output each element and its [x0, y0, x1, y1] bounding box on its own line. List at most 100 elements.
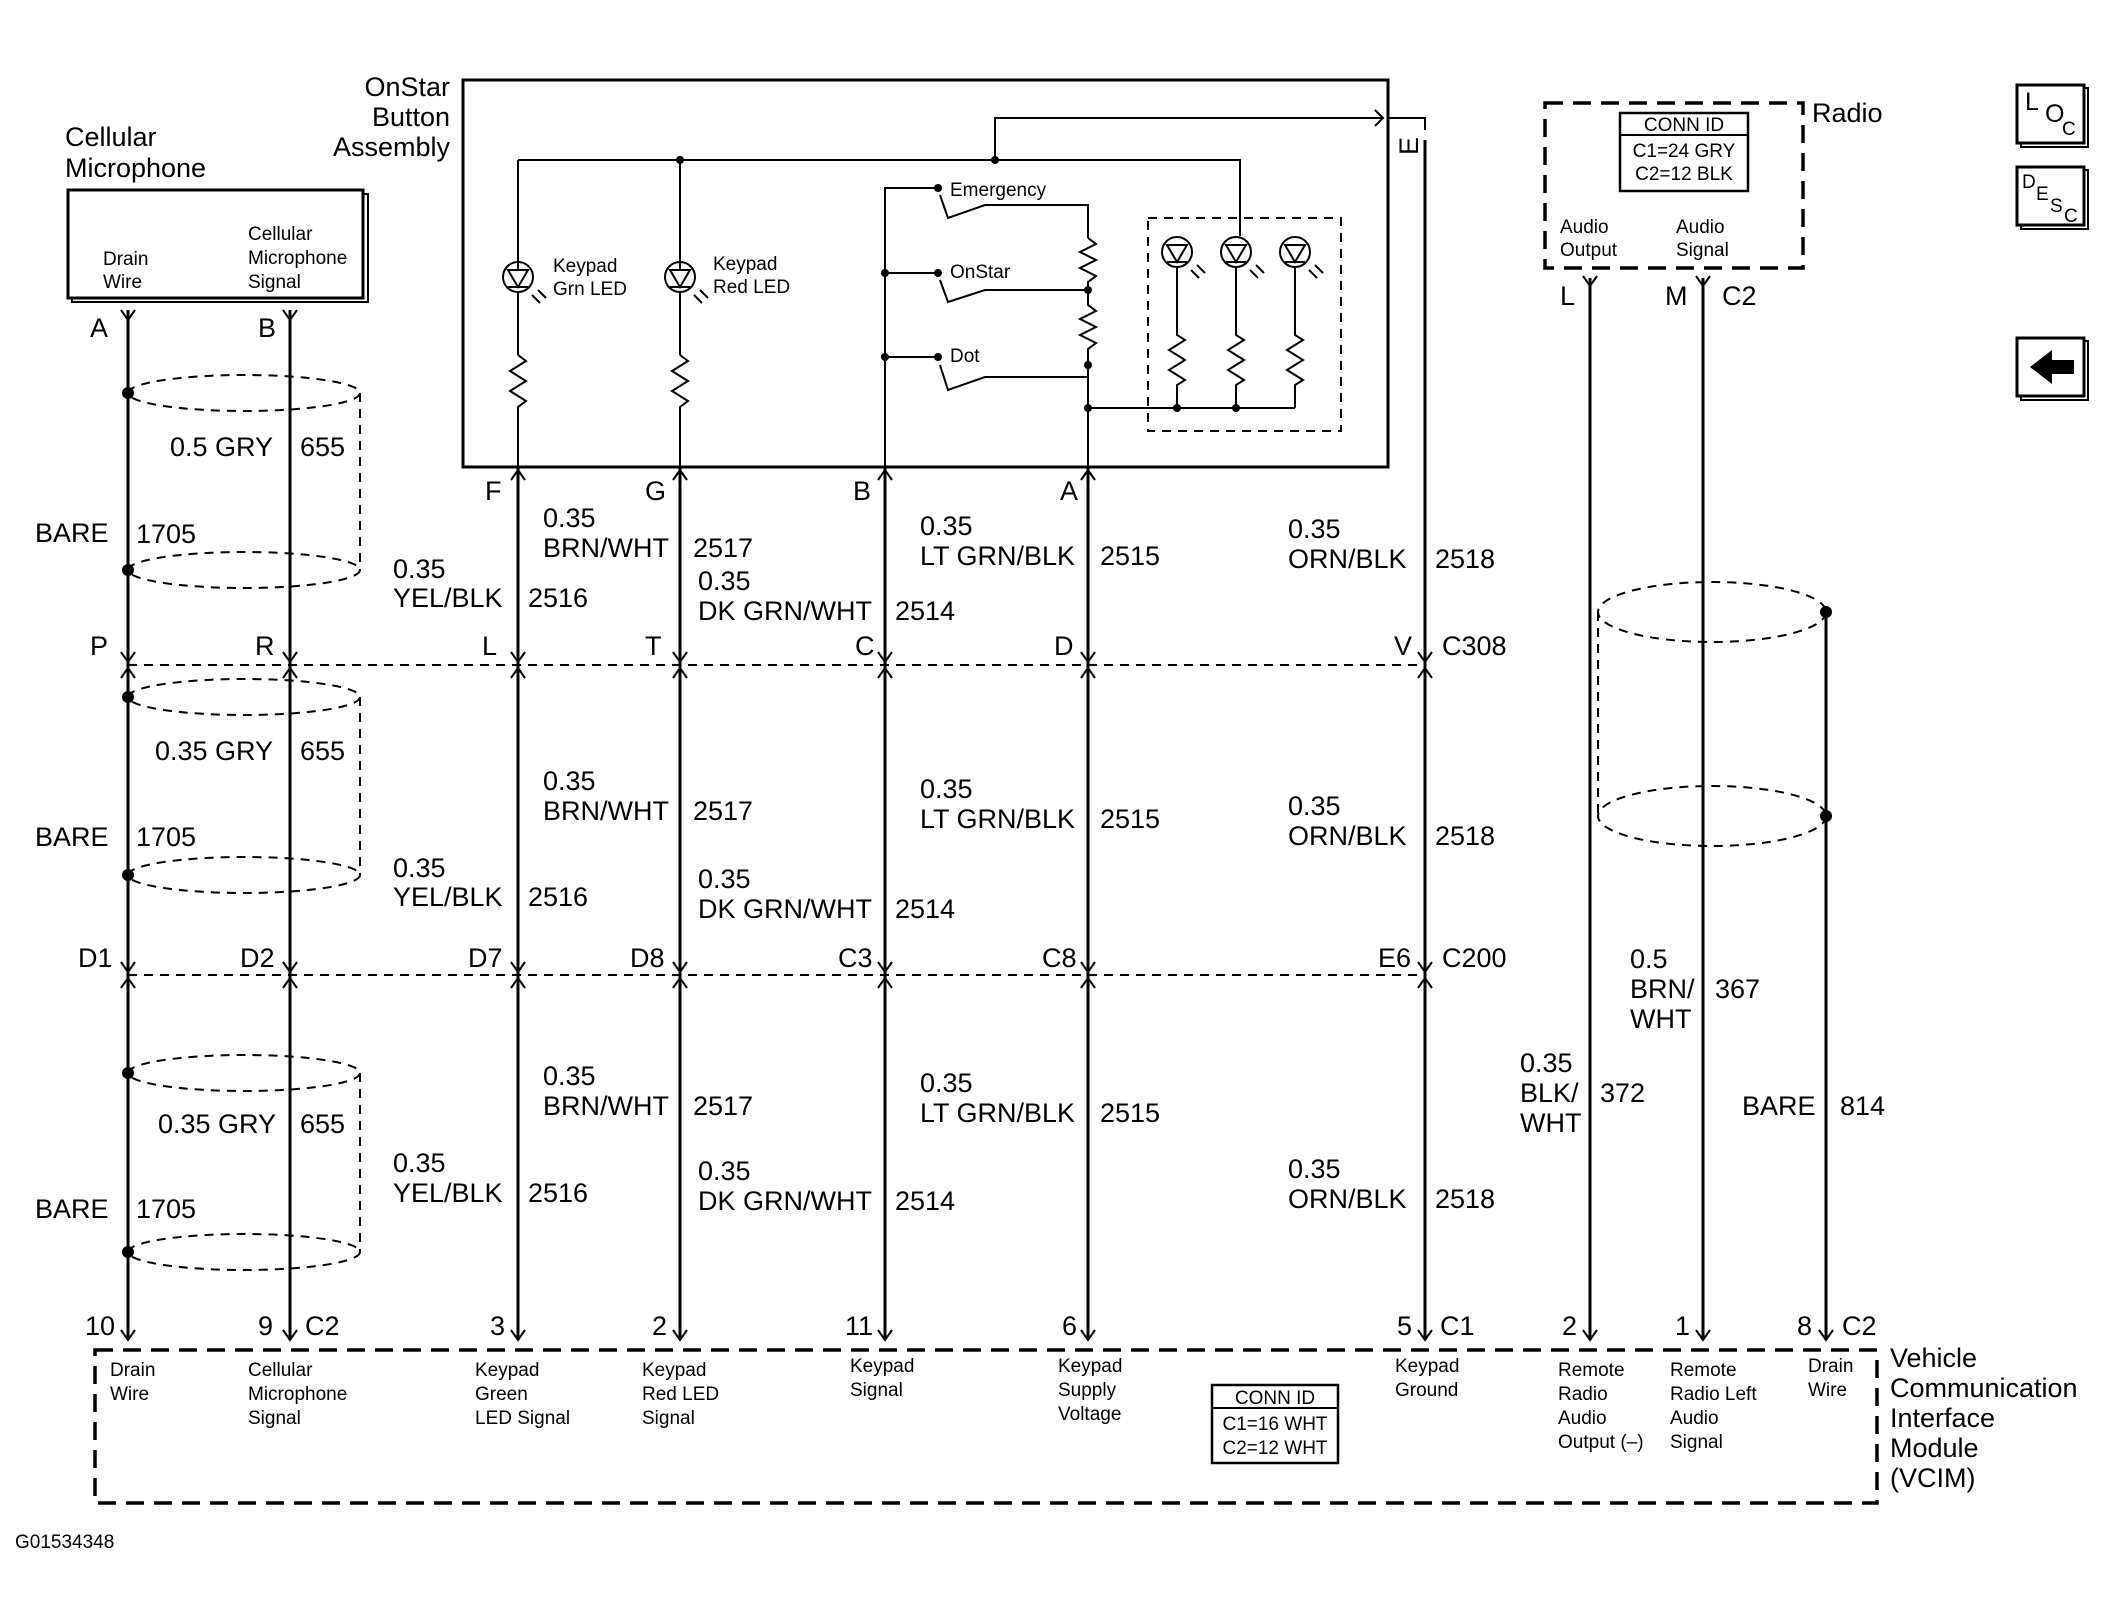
- radio-audio-output-2: Output: [1560, 240, 1618, 261]
- loc-icon-c: C: [2062, 119, 2076, 140]
- mic-title-2: Microphone: [65, 153, 206, 183]
- seg3-brn-size: 0.35: [543, 1061, 596, 1091]
- radio-conn-id-title: CONN ID: [1644, 115, 1724, 136]
- vcim-c1-pin-11: 11: [845, 1311, 873, 1341]
- vcim-c2-pin-1: 1: [1675, 1311, 1690, 1341]
- seg2-gry-size: 0.35: [155, 736, 208, 766]
- seg1-dkgrn-color: DK GRN/WHT: [698, 596, 872, 626]
- radio-blk-size: 0.35: [1520, 1048, 1573, 1078]
- onstar-pin-e: E: [1394, 137, 1424, 155]
- seg3-orn-circuit: 2518: [1435, 1184, 1495, 1214]
- onstar-pin-g: G: [645, 476, 666, 506]
- seg3-yel-size: 0.35: [393, 1148, 446, 1178]
- c308-pin-r: R: [255, 631, 275, 661]
- vcim-title-2: Communication: [1890, 1373, 2078, 1403]
- onstar-title-1: OnStar: [364, 72, 450, 102]
- vcim-kgreen-2: Green: [475, 1384, 528, 1405]
- seg2-dkgrn-size: 0.35: [698, 864, 751, 894]
- desc-icon[interactable]: D E S C: [2015, 165, 2089, 230]
- seg1-yel-size: 0.35: [393, 554, 446, 584]
- radio: Radio CONN ID C1=24 GRY C2=12 BLK Audio …: [1543, 98, 1883, 311]
- seg2-ltgrn-color: LT GRN/BLK: [920, 804, 1075, 834]
- seg2-orn-color: ORN/BLK: [1288, 821, 1407, 851]
- vcim-c1-pin-5: 5: [1397, 1311, 1412, 1341]
- segment-3-labels: 0.35 GRY 655 BARE 1705 0.35 YEL/BLK 2516…: [35, 1061, 1495, 1224]
- radio-blk-circuit: 372: [1600, 1078, 1645, 1108]
- vcim-c1-pin-6: 6: [1062, 1311, 1077, 1341]
- seg2-yel-color: YEL/BLK: [393, 882, 503, 912]
- mic-pin-sig-3: Signal: [248, 272, 301, 293]
- seg2-gry-color: GRY: [215, 736, 273, 766]
- vcim-ksup-3: Voltage: [1058, 1404, 1121, 1425]
- radio-conn-c2: C2=12 BLK: [1635, 164, 1733, 185]
- onstar-title-3: Assembly: [333, 132, 451, 162]
- seg2-yel-circuit: 2516: [528, 882, 588, 912]
- seg3-ltgrn-size: 0.35: [920, 1068, 973, 1098]
- seg2-ltgrn-size: 0.35: [920, 774, 973, 804]
- vcim-c2-pin-8: 8: [1797, 1311, 1812, 1341]
- seg1-gry-circuit: 655: [300, 432, 345, 462]
- seg3-bare-circuit: 1705: [136, 1194, 196, 1224]
- seg3-orn-size: 0.35: [1288, 1154, 1341, 1184]
- onstar-button-assembly: OnStar Button Assembly Keypad Grn LED Ke…: [333, 72, 1426, 506]
- loc-icon[interactable]: L O C: [2015, 83, 2089, 148]
- onstar-title-2: Button: [372, 102, 450, 132]
- vcim-rrl-2: Radio Left: [1670, 1384, 1757, 1405]
- seg3-gry-circuit: 655: [300, 1109, 345, 1139]
- vcim-kgreen-3: LED Signal: [475, 1408, 570, 1429]
- radio-pin-l: L: [1560, 281, 1575, 311]
- mic-pin-sig-2: Microphone: [248, 248, 347, 269]
- vcim-kred-3: Signal: [642, 1408, 695, 1429]
- radio-audio-signal-2: Signal: [1676, 240, 1729, 261]
- seg2-bare-color: BARE: [35, 822, 109, 852]
- seg3-bare-color: BARE: [35, 1194, 109, 1224]
- desc-icon-c: C: [2064, 206, 2078, 227]
- vcim-cell-1: Cellular: [248, 1360, 313, 1381]
- red-led-label-1: Keypad: [713, 254, 777, 275]
- seg3-gry-size: 0.35: [158, 1109, 211, 1139]
- seg1-orn-color: ORN/BLK: [1288, 544, 1407, 574]
- green-led-label-2: Grn LED: [553, 279, 627, 300]
- vcim-title-3: Interface: [1890, 1403, 1995, 1433]
- radio-brn-color-1: BRN/: [1630, 974, 1695, 1004]
- indicator-led-3: [1279, 236, 1324, 408]
- vcim-c2-pin-10: 10: [85, 1311, 115, 1341]
- wire-bundle: [126, 140, 1828, 1340]
- mic-pin-drain-2: Wire: [103, 272, 142, 293]
- shield-segment-2: [122, 678, 361, 894]
- vcim-drain-2: Wire: [110, 1384, 149, 1405]
- mic-pin-a: A: [90, 313, 108, 343]
- vcim-title-4: Module: [1890, 1433, 1979, 1463]
- switch-emergency: Emergency: [950, 180, 1047, 201]
- seg2-dkgrn-color: DK GRN/WHT: [698, 894, 872, 924]
- seg1-gry-size: 0.5: [170, 432, 208, 462]
- seg2-yel-size: 0.35: [393, 853, 446, 883]
- radio-bare-circuit: 814: [1840, 1091, 1885, 1121]
- vcim-kgnd-2: Ground: [1395, 1380, 1458, 1401]
- seg2-orn-size: 0.35: [1288, 791, 1341, 821]
- vcim-cell-3: Signal: [248, 1408, 301, 1429]
- vcim-drain2-2: Wire: [1808, 1380, 1847, 1401]
- seg1-gry-color: GRY: [215, 432, 273, 462]
- c308-pin-p: P: [90, 631, 108, 661]
- seg1-brn-color: BRN/WHT: [543, 533, 669, 563]
- vcim-ksig-2: Signal: [850, 1380, 903, 1401]
- switch-dot: Dot: [950, 346, 980, 367]
- back-arrow-icon[interactable]: [2015, 336, 2089, 401]
- seg2-bare-circuit: 1705: [136, 822, 196, 852]
- vcim-rro-1: Remote: [1558, 1360, 1625, 1381]
- seg1-orn-circuit: 2518: [1435, 544, 1495, 574]
- seg1-bare-color: BARE: [35, 518, 109, 548]
- c200-pin-d8: D8: [630, 943, 665, 973]
- vcim-rro-4: Output (–): [1558, 1432, 1644, 1453]
- radio-blk-color-2: WHT: [1520, 1108, 1581, 1138]
- switch-onstar: OnStar: [950, 262, 1011, 283]
- onstar-pin-f: F: [485, 476, 502, 506]
- seg1-ltgrn-circuit: 2515: [1100, 541, 1160, 571]
- c308-pin-l: L: [482, 631, 497, 661]
- seg3-brn-color: BRN/WHT: [543, 1091, 669, 1121]
- seg3-orn-color: ORN/BLK: [1288, 1184, 1407, 1214]
- seg1-dkgrn-size: 0.35: [698, 566, 751, 596]
- vcim-title-1: Vehicle: [1890, 1343, 1977, 1373]
